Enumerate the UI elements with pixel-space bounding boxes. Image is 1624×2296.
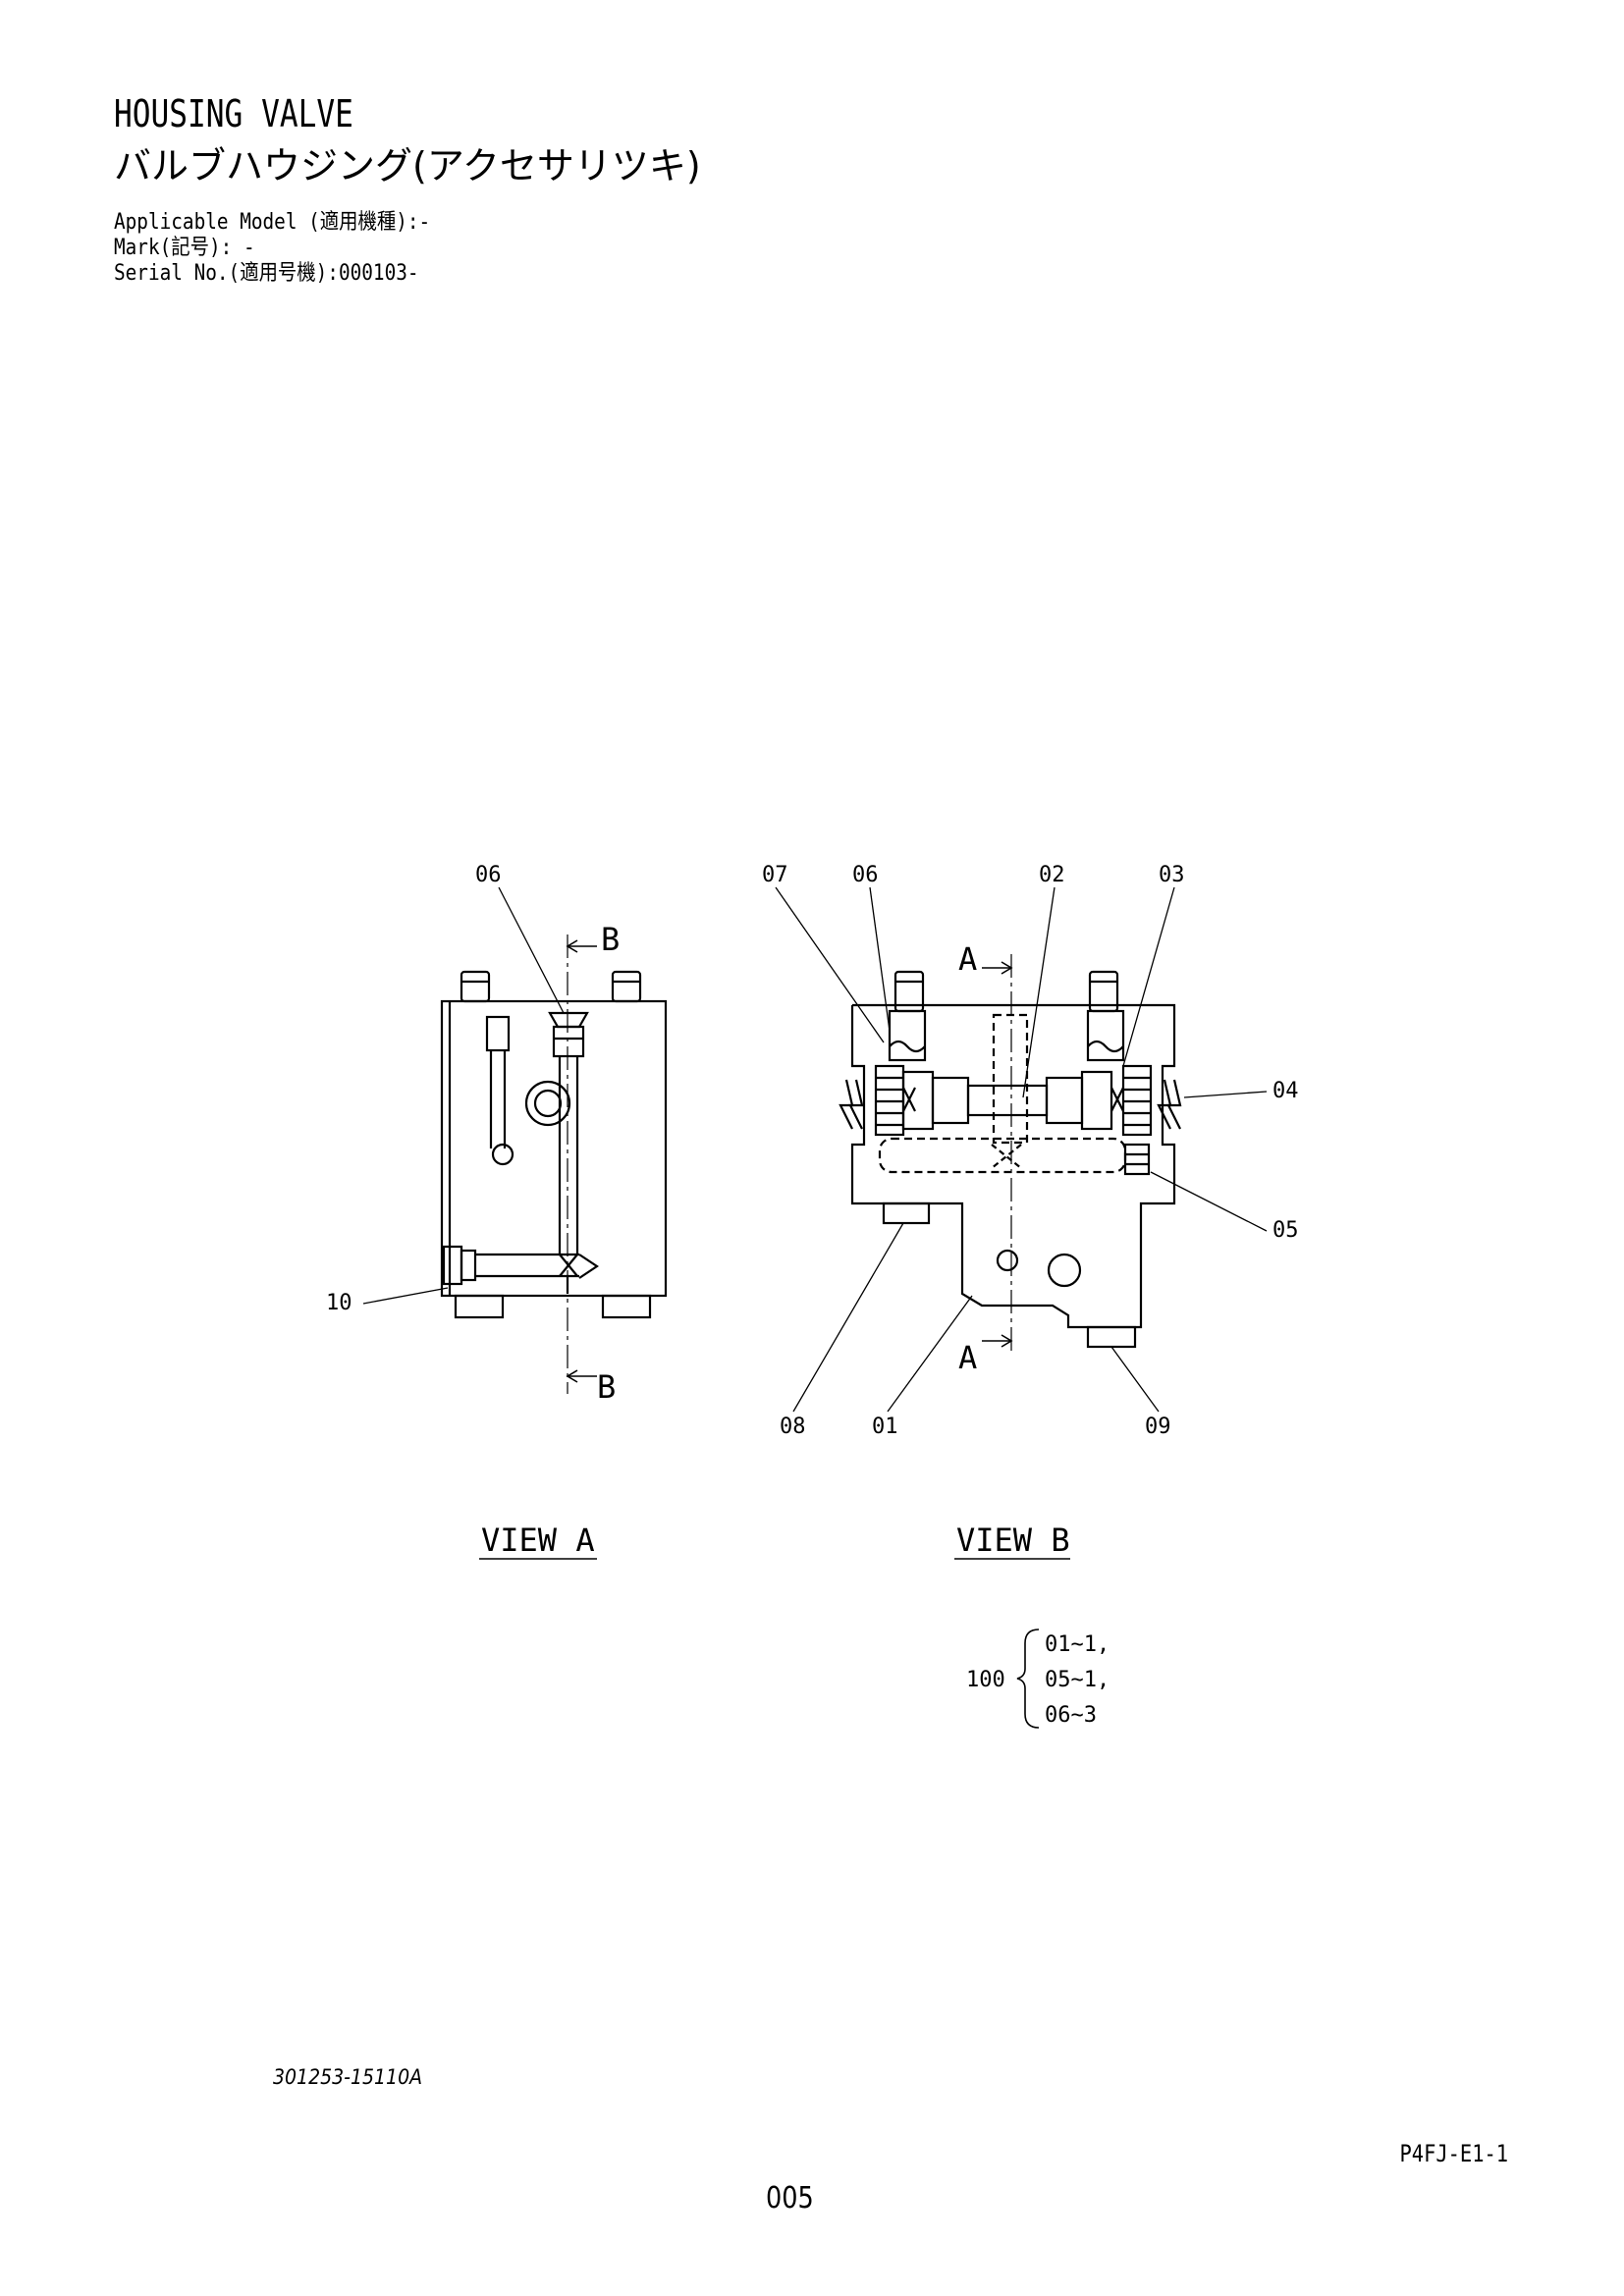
- assembly-item-1: 01~1,: [1045, 1632, 1110, 1657]
- callout-05: 05: [1272, 1218, 1299, 1243]
- applicable-model: Applicable Model (適用機種):-: [114, 210, 431, 235]
- assembly-number: 100: [966, 1668, 1005, 1692]
- title-english: HOUSING VALVE: [114, 92, 353, 135]
- callout-04: 04: [1272, 1079, 1299, 1103]
- callout-01: 01: [872, 1415, 898, 1439]
- leader-lines: [362, 886, 1268, 1413]
- callout-09: 09: [1145, 1415, 1171, 1439]
- title-japanese: バルブハウジング(アクセサリツキ): [114, 144, 701, 187]
- serial-number: Serial No.(適用号機):000103-: [114, 261, 419, 286]
- view-a-drawing: [440, 934, 668, 1394]
- section-label-a-bottom: A: [958, 1339, 977, 1376]
- document-number: 301253-15110A: [273, 2065, 423, 2089]
- callout-07: 07: [762, 863, 788, 887]
- section-label-b-bottom: B: [597, 1368, 616, 1406]
- page-code: P4FJ-E1-1: [1399, 2140, 1508, 2167]
- callout-06-view-a: 06: [475, 863, 502, 887]
- view-b-drawing: [839, 954, 1182, 1355]
- section-label-b-top: B: [601, 921, 620, 958]
- assembly-item-3: 06~3: [1045, 1703, 1097, 1728]
- view-b-title: VIEW B: [956, 1522, 1070, 1559]
- callout-08: 08: [780, 1415, 806, 1439]
- callout-02: 02: [1039, 863, 1065, 887]
- page-number: 005: [766, 2181, 814, 2216]
- callout-03: 03: [1159, 863, 1185, 887]
- assembly-item-2: 05~1,: [1045, 1668, 1110, 1692]
- callout-10: 10: [326, 1291, 352, 1315]
- view-a-title: VIEW A: [481, 1522, 595, 1559]
- mark-code: Mark(記号): -: [114, 236, 255, 260]
- callout-06-view-b: 06: [852, 863, 879, 887]
- section-label-a-top: A: [958, 940, 977, 978]
